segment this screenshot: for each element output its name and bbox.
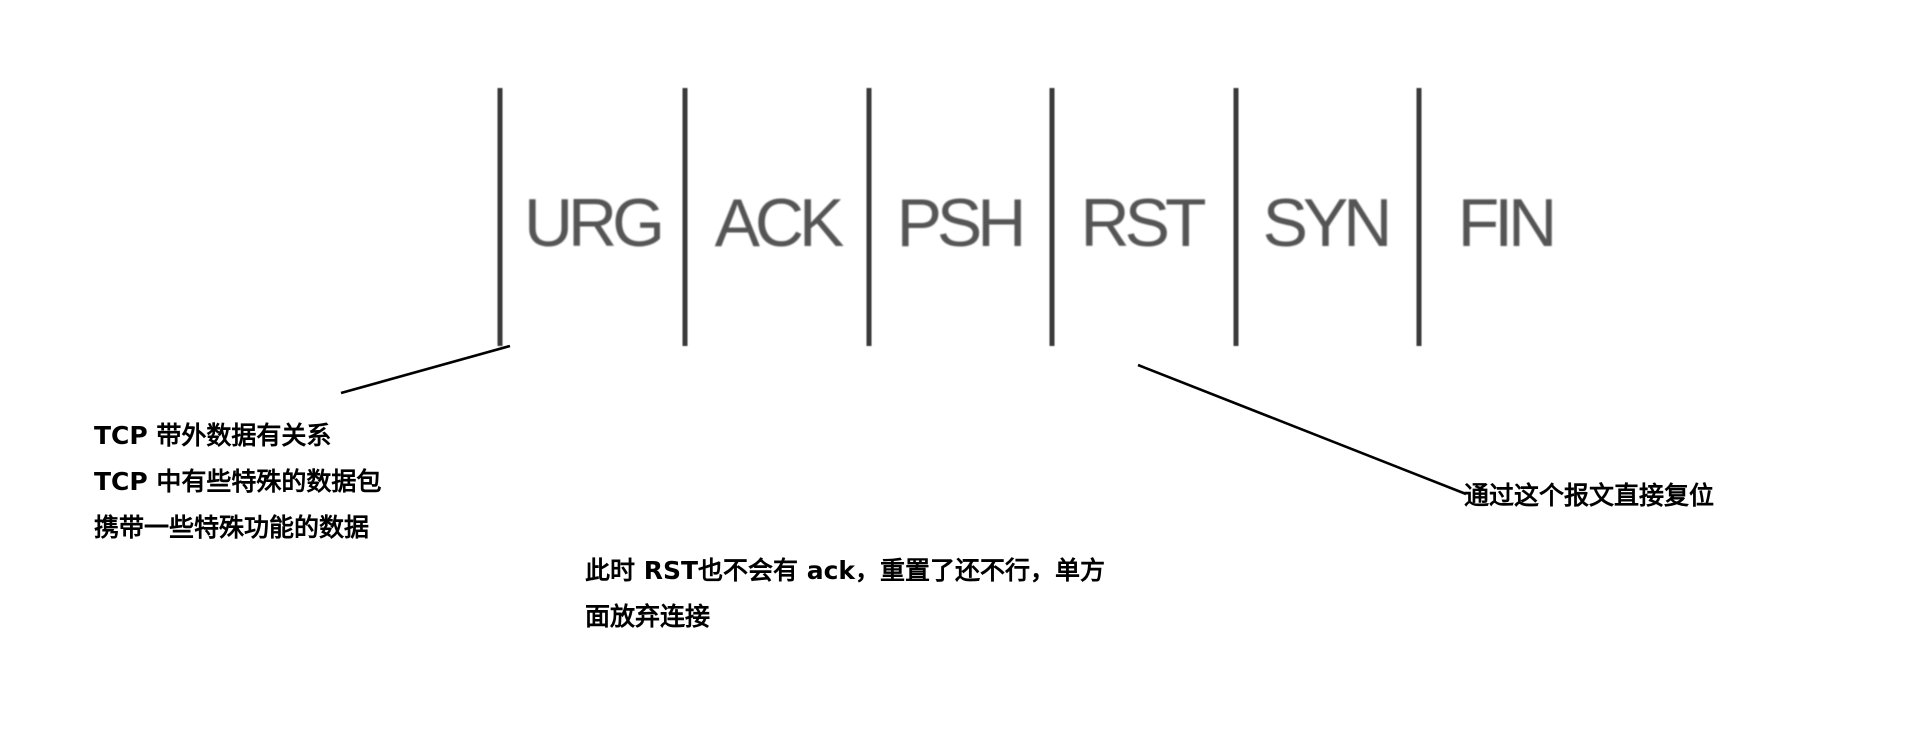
flag-syn-label: SYN — [1263, 185, 1388, 261]
rst-detail-annotation: 此时 RST也不会有 ack，重置了还不行，单方 面放弃连接 — [585, 548, 1105, 640]
rst-annotation-line: 通过这个报文直接复位 — [1464, 481, 1715, 510]
rst-detail-line: 面放弃连接 — [585, 602, 711, 631]
rst-annotation: 通过这个报文直接复位 — [1464, 473, 1714, 519]
urg-annotation-line: TCP 带外数据有关系 — [94, 421, 332, 450]
flag-ack-label: ACK — [715, 185, 844, 261]
rst-detail-line: 此时 RST也不会有 ack，重置了还不行，单方 — [585, 556, 1106, 585]
rst-pointer-line — [1137, 363, 1467, 496]
flag-fin-label: FIN — [1458, 185, 1553, 261]
flag-bar: URG ACK PSH RST SYN FIN — [497, 88, 1557, 346]
flag-urg-label: URG — [524, 185, 660, 261]
urg-annotation-line: TCP 中有些特殊的数据包 — [94, 467, 382, 496]
urg-annotation: TCP 带外数据有关系 TCP 中有些特殊的数据包 携带一些特殊功能的数据 — [94, 413, 381, 551]
urg-annotation-line: 携带一些特殊功能的数据 — [94, 513, 370, 542]
flag-psh-label: PSH — [897, 185, 1022, 261]
urg-pointer-line — [340, 344, 511, 395]
flag-rst-label: RST — [1081, 185, 1205, 261]
